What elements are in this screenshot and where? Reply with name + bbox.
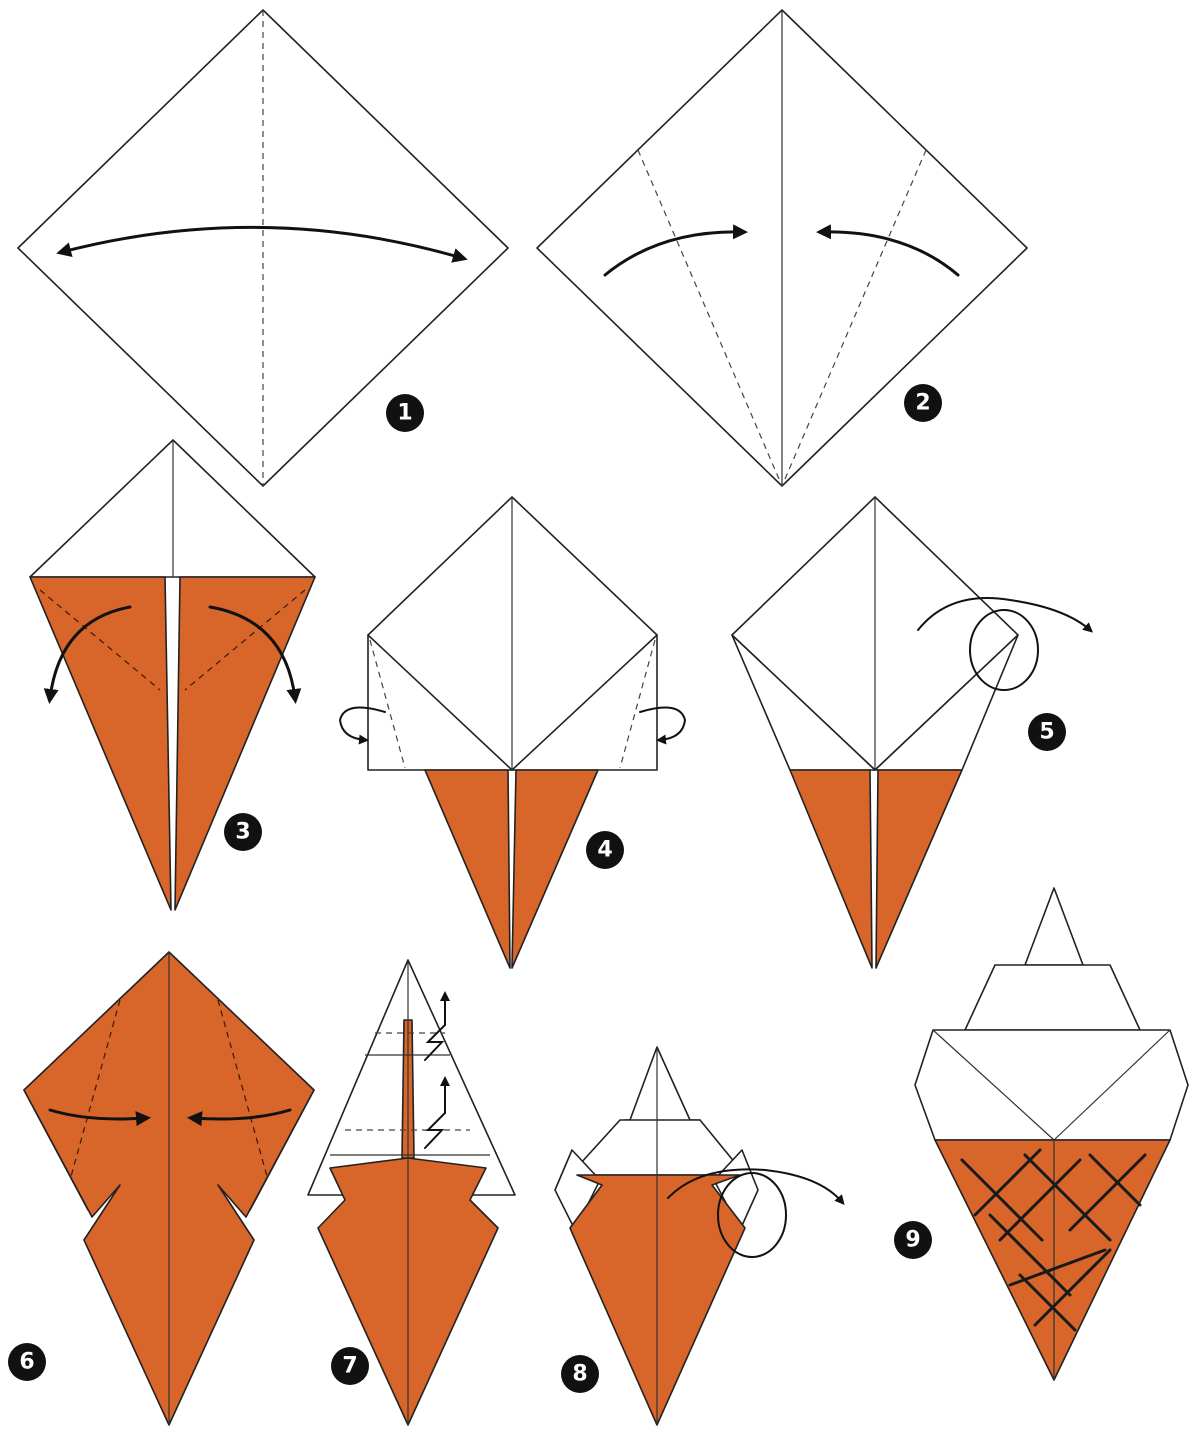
step-number-1: 1 <box>386 394 424 432</box>
svg-text:2: 2 <box>915 391 930 416</box>
waffle-cone <box>935 1140 1170 1380</box>
step-number-5: 5 <box>1028 713 1066 751</box>
step-6 <box>24 952 314 1425</box>
svg-text:3: 3 <box>235 820 250 845</box>
step-1 <box>18 10 508 486</box>
svg-text:9: 9 <box>905 1228 920 1253</box>
svg-text:7: 7 <box>342 1354 357 1379</box>
step-number-6: 6 <box>8 1343 46 1381</box>
svg-text:5: 5 <box>1039 720 1054 745</box>
step-number-3: 3 <box>224 813 262 851</box>
step-4 <box>340 497 685 968</box>
step-3 <box>30 440 315 910</box>
svg-text:8: 8 <box>572 1362 587 1387</box>
step-number-8: 8 <box>561 1355 599 1393</box>
step-number-7: 7 <box>331 1347 369 1385</box>
step-9 <box>915 888 1188 1380</box>
right-cone-flap <box>512 770 598 968</box>
step-number-4: 4 <box>586 831 624 869</box>
scoop-bottom <box>915 1030 1188 1140</box>
scoop-tip <box>1025 888 1083 965</box>
svg-text:4: 4 <box>597 838 612 863</box>
right-orange-flap <box>175 577 315 910</box>
svg-text:1: 1 <box>397 401 412 426</box>
step-2 <box>537 10 1027 486</box>
step-number-9: 9 <box>894 1221 932 1259</box>
step-number-2: 2 <box>904 384 942 422</box>
left-cone-flap <box>425 770 510 968</box>
left-cone-flap <box>790 770 872 968</box>
svg-text:6: 6 <box>19 1350 34 1375</box>
right-cone-flap <box>876 770 962 968</box>
left-orange-flap <box>30 577 171 910</box>
scoop-top <box>965 965 1140 1030</box>
